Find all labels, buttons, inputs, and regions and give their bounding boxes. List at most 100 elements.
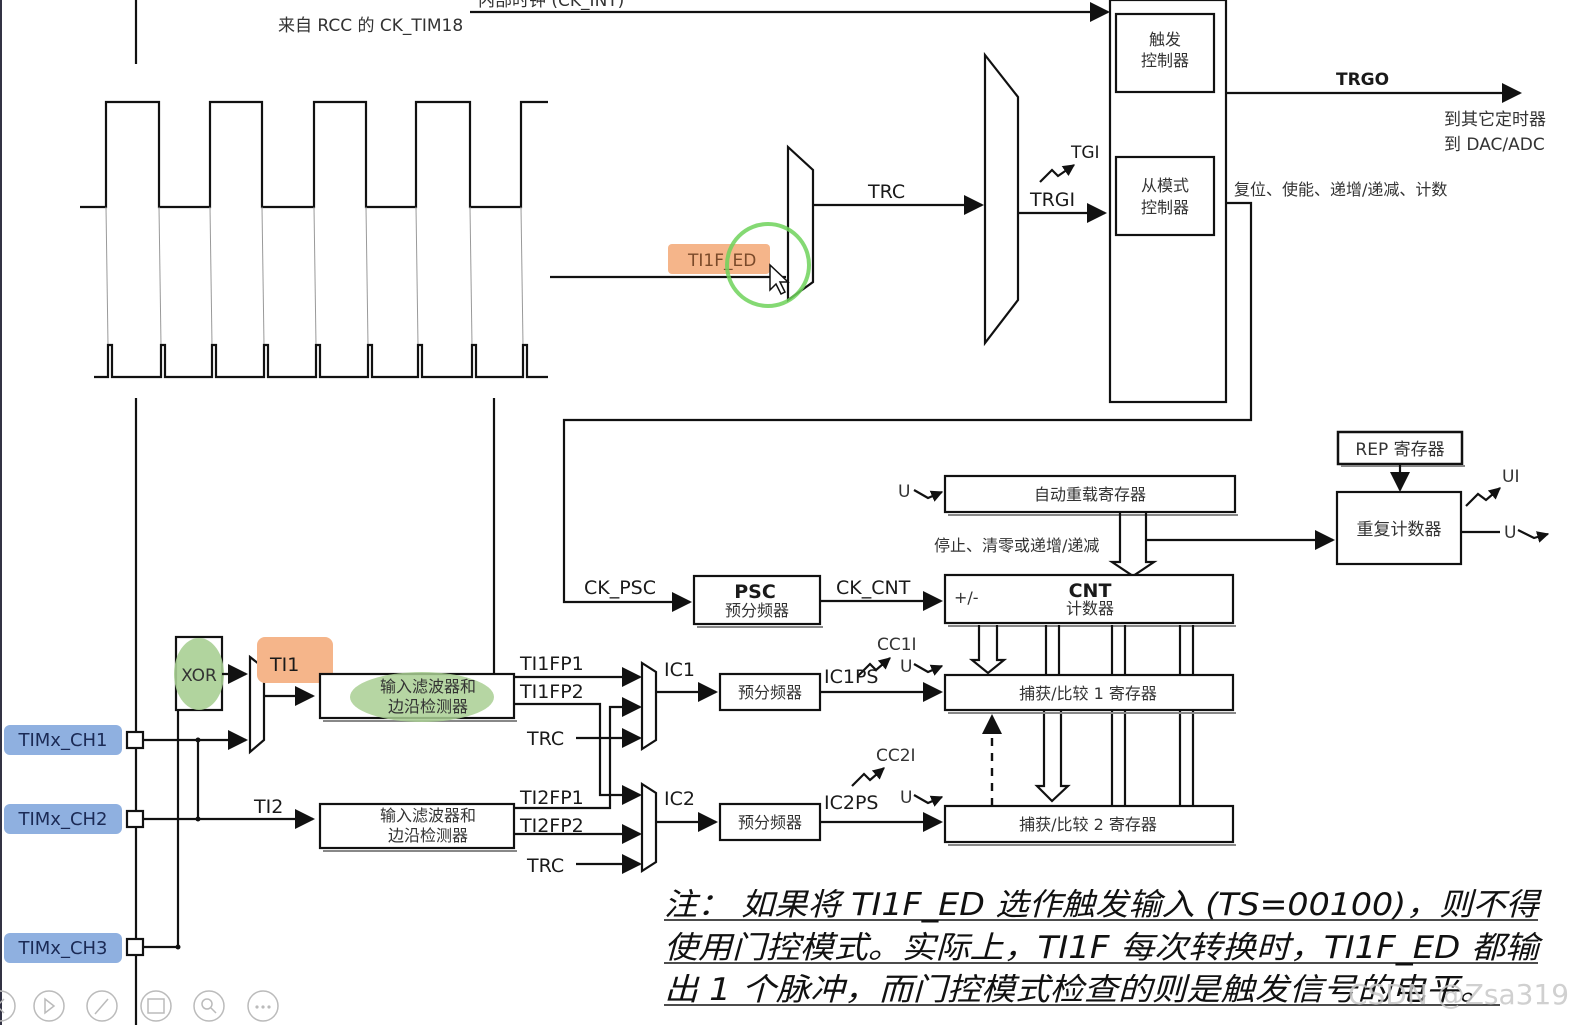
prev-icon[interactable] (0, 990, 16, 1022)
slave-controller-box (1114, 155, 1216, 237)
trgi-mux (983, 51, 1020, 347)
slave-controller-line1: 从模式 (1141, 176, 1189, 195)
ic2-prescaler-box (718, 802, 822, 842)
u-cc1-label: U (900, 657, 912, 677)
ch1-pin-badge (4, 725, 122, 755)
ti1f-ed-label: TI1F_ED (687, 251, 756, 271)
note-line-2: 使用门控模式。实际上，TI1F 每次转换时，TI1F_ED 都输 (664, 930, 1543, 966)
watermark: CSDN @Zsa319 (1348, 978, 1569, 1011)
psc-label: PSC (734, 581, 776, 603)
tgi-label: TGI (1070, 143, 1100, 163)
ti1f-ed-highlight (668, 244, 770, 274)
trc-ic2-label: TRC (526, 855, 564, 877)
mouse-pointer-icon (769, 263, 790, 296)
u-auto-reload-label: U (898, 482, 910, 502)
u-out-label: U (1504, 523, 1516, 543)
repetition-counter-label: 重复计数器 (1357, 520, 1442, 540)
waveforms (80, 100, 548, 379)
ti2-label: TI2 (253, 796, 283, 818)
xor-label: XOR (181, 666, 217, 686)
transition-guides (105, 206, 524, 346)
ck-int-label: 内部时钟 (CK_INT) (478, 0, 624, 11)
note-line-3: 出 1 个脉冲，而门控模式检查的则是触发信号的电平。 (664, 972, 1494, 1008)
rep-register-label: REP 寄存器 (1355, 440, 1444, 460)
ic1-label: IC1 (664, 659, 695, 681)
ti1-filter-line2: 边沿检测器 (388, 697, 468, 716)
cc2-register-label: 捕获/比较 2 寄存器 (1019, 815, 1157, 834)
auto-reload-box (943, 474, 1237, 514)
trc-label-top: TRC (867, 181, 905, 203)
ch2-pin-badge (4, 804, 122, 834)
slave-actions-label: 复位、使能、递增/递减、计数 (1234, 180, 1447, 199)
ck-cnt-label: CK_CNT (836, 577, 911, 599)
ch2-pin-label: TIMx_CH2 (17, 809, 107, 830)
ic2-label: IC2 (664, 788, 695, 810)
input-stage: TIMx_CH1 TIMx_CH2 TIMx_CH3 TI2 XOR TI1 输… (4, 398, 642, 1025)
pen-icon[interactable] (86, 990, 118, 1022)
cnt-box (943, 573, 1235, 625)
xor-highlight (174, 638, 224, 710)
slave-controller-line2: 控制器 (1141, 198, 1189, 217)
ti1fp2-label: TI1FP2 (519, 681, 584, 703)
ui-label: UI (1502, 467, 1519, 487)
u-cc2-label: U (900, 788, 912, 808)
ic1-prescaler-label: 预分频器 (738, 683, 802, 702)
repetition-block: REP 寄存器 重复计数器 UI U (1335, 430, 1550, 566)
trc-mux (786, 144, 815, 303)
trigger-controller-box (1114, 12, 1216, 94)
ti1-filter-line1: 输入滤波器和 (380, 677, 476, 696)
ic2-prescaler-label: 预分频器 (738, 813, 802, 832)
ti1-highlight (257, 637, 333, 683)
ti1-label: TI1 (269, 654, 299, 676)
play-icon[interactable] (33, 990, 65, 1022)
rcc-ck-tim18-label: 来自 RCC 的 CK_TIM18 (278, 16, 463, 36)
ch1-pin-label: TIMx_CH1 (17, 730, 107, 751)
note-line-1: 注： 如果将 TI1F_ED 选作触发输入 (TS=00100)，则不得 (664, 887, 1542, 923)
cnt-sub-label: 计数器 (1066, 599, 1114, 618)
capture-compare: 捕获/比较 1 寄存器 捕获/比较 2 寄存器 CC1I U CC2I U 预分… (640, 635, 1236, 874)
trgo-label: TRGO (1336, 70, 1389, 90)
cc1i-label: CC1I (877, 635, 917, 655)
more-icon[interactable] (247, 990, 279, 1022)
ic2ps-label: IC2PS (824, 792, 878, 814)
cnt-label: CNT (1069, 580, 1112, 602)
plus-minus-label: +/- (954, 588, 979, 607)
cc2i-label: CC2I (876, 746, 916, 766)
slides-icon[interactable] (140, 990, 172, 1022)
ck-psc-label: CK_PSC (584, 577, 656, 599)
psc-sub-label: 预分频器 (725, 601, 789, 620)
to-dac-adc-label: 到 DAC/ADC (1444, 135, 1545, 155)
ch3-pin-label: TIMx_CH3 (17, 938, 107, 959)
note-block: 注： 如果将 TI1F_ED 选作触发输入 (TS=00100)，则不得 使用门… (664, 887, 1569, 1011)
player-controls (0, 990, 279, 1022)
repetition-counter-box (1335, 490, 1463, 566)
trc-mux-area: TI1F_ED TRC (550, 144, 984, 308)
controller-block: 触发 控制器 从模式 控制器 TRGO 到其它定时器 到 DAC/ADC 复位、… (562, 0, 1546, 612)
stop-clear-label: 停止、清零或递增/递减 (934, 536, 1099, 555)
ic2-mux (640, 781, 658, 874)
ti2fp1-label: TI2FP1 (519, 787, 584, 809)
trgi-mux-area: TRGI TGI (983, 51, 1107, 347)
ti2-filter-line1: 输入滤波器和 (380, 806, 476, 825)
square-waveform (80, 100, 548, 209)
zoom-icon[interactable] (193, 990, 225, 1022)
cursor-ring (725, 222, 811, 308)
cc1-register-label: 捕获/比较 1 寄存器 (1019, 684, 1157, 703)
tgi-interrupt-icon (1039, 164, 1075, 183)
filter-highlight (350, 672, 494, 722)
counter-block: 自动重载寄存器 U 停止、清零或递增/递减 PSC 预分频器 CK_PSC CK… (584, 474, 1335, 806)
trc-ic1-label: TRC (526, 728, 564, 750)
trigger-controller-line1: 触发 (1149, 30, 1181, 49)
trigger-controller-line2: 控制器 (1141, 51, 1189, 70)
ch3-pin-badge (4, 933, 122, 963)
cc2-register-box (943, 804, 1235, 844)
cc1-register-box (943, 673, 1235, 712)
ck-int-path: 内部时钟 (CK_INT) 来自 RCC 的 CK_TIM18 (134, 0, 1110, 64)
trgi-label: TRGI (1029, 189, 1075, 211)
ic1ps-label: IC1PS (824, 666, 878, 688)
ic1-prescaler-box (718, 672, 822, 712)
edge-pulse-waveform (94, 343, 548, 379)
ti2-filter-line2: 边沿检测器 (388, 826, 468, 845)
auto-reload-label: 自动重载寄存器 (1034, 485, 1146, 504)
